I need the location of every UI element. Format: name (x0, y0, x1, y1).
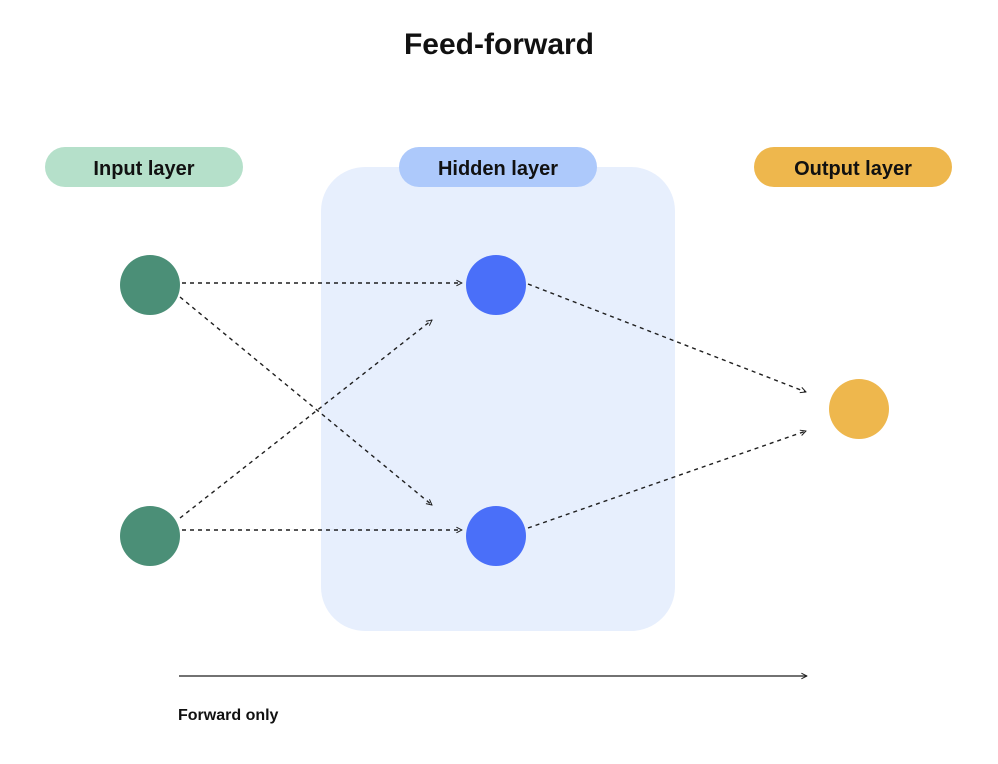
hidden-layer-label: Hidden layer (438, 158, 558, 180)
input-layer-label: Input layer (93, 158, 194, 180)
edge-input1-hidden2 (179, 296, 432, 505)
output-layer-pill: Output layer (754, 147, 952, 187)
input-node-2 (120, 506, 180, 566)
hidden-layer-pill: Hidden layer (399, 147, 597, 187)
input-node-1 (120, 255, 180, 315)
edge-hidden2-output (527, 431, 806, 529)
input-layer-pill: Input layer (45, 147, 243, 187)
hidden-node-1 (466, 255, 526, 315)
hidden-node-2 (466, 506, 526, 566)
edge-hidden1-output (527, 283, 806, 392)
output-node (829, 379, 889, 439)
edge-input2-hidden1 (179, 320, 432, 519)
output-layer-label: Output layer (794, 158, 912, 180)
diagram-title: Feed-forward (404, 28, 594, 61)
forward-only-caption: Forward only (178, 707, 279, 724)
